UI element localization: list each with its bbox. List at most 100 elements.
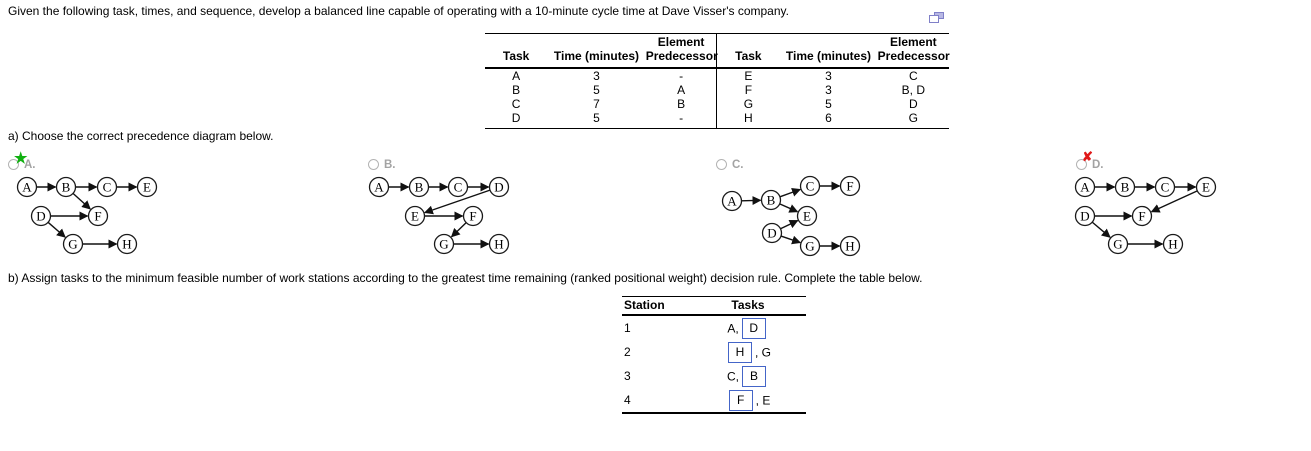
col-header-time: Time (minutes): [779, 33, 878, 69]
option-radio-button[interactable]: [368, 159, 379, 170]
option-radio-button[interactable]: [716, 159, 727, 170]
task-node: [462, 205, 484, 227]
task-node-label: C: [1161, 180, 1170, 195]
precedence-edge: [450, 222, 467, 238]
option-radio-button[interactable]: [8, 159, 19, 170]
col-header-predecessor: Element Predecessor: [645, 33, 718, 69]
task-node: [760, 189, 782, 211]
station-tasks-text: C,: [727, 369, 739, 383]
answer-input-box[interactable]: F: [728, 389, 753, 411]
option-header[interactable]: ★A.: [0, 151, 180, 172]
task-table-cell: F: [716, 82, 780, 97]
task-node: [368, 176, 390, 198]
station-tasks-text: , G: [754, 345, 771, 359]
precedence-edge: [47, 221, 66, 238]
task-table-cell: 6: [825, 110, 832, 125]
task-node-label: E: [1202, 180, 1210, 195]
col-header-predecessor-line1: Element: [889, 35, 937, 49]
option-radio-button[interactable]: [1076, 159, 1087, 170]
task-table: Task Time (minutes) Element Predecessor …: [485, 33, 950, 129]
task-node: [721, 190, 743, 212]
task-node: [488, 176, 510, 198]
task-table-cell: 5: [825, 96, 832, 111]
option-header[interactable]: C.: [690, 157, 885, 172]
station-table-header-row: Station Tasks: [622, 296, 806, 316]
task-table-cell: B: [677, 96, 686, 111]
task-node-label: E: [803, 209, 811, 224]
task-table-cell: 7: [593, 96, 600, 111]
task-table-cell: 5: [593, 110, 600, 125]
task-node-label: F: [94, 209, 101, 224]
task-table-header-row: Task Time (minutes) Element Predecessor …: [485, 33, 950, 69]
duplicate-window-icon[interactable]: [928, 11, 945, 25]
task-node-label: G: [439, 237, 448, 252]
task-node: [55, 176, 77, 198]
task-table-cell: A: [512, 68, 521, 83]
task-node: [1195, 176, 1217, 198]
task-node-label: B: [62, 180, 71, 195]
task-table-cell: D: [511, 110, 521, 125]
part-b-prompt: b) Assign tasks to the minimum feasible …: [8, 271, 923, 285]
task-node-label: D: [494, 180, 503, 195]
task-node-label: C: [806, 179, 815, 194]
task-node-label: D: [767, 226, 776, 241]
answer-input-box[interactable]: D: [741, 317, 766, 339]
option-label: A.: [24, 158, 36, 171]
station-table-row: 1 A,D: [622, 315, 806, 340]
task-table-cell: B: [512, 82, 521, 97]
task-node-label: B: [1121, 180, 1130, 195]
precedence-edge: [72, 192, 91, 210]
answer-input-box[interactable]: H: [727, 341, 752, 363]
task-table-cell: 3: [593, 68, 600, 83]
station-number: 4: [622, 388, 690, 414]
task-node: [30, 205, 52, 227]
task-node-label: H: [122, 237, 131, 252]
option-header[interactable]: ✘D.: [1070, 150, 1240, 172]
task-node: [1107, 233, 1129, 255]
station-number: 1: [624, 321, 631, 335]
task-node-label: A: [1080, 180, 1090, 195]
station-tasks-cell: H, G: [690, 340, 806, 364]
task-table-cell: H: [716, 110, 780, 129]
task-node-label: G: [805, 239, 814, 254]
precedence-edge: [779, 187, 802, 198]
col-header-tasks: Tasks: [690, 296, 806, 316]
answer-input-box[interactable]: B: [742, 365, 766, 387]
task-node: [1074, 176, 1096, 198]
task-node: [408, 176, 430, 198]
task-node: [1114, 176, 1136, 198]
task-node: [96, 176, 118, 198]
col-header-predecessor: Element Predecessor: [877, 33, 950, 69]
station-table-row: 3 C,B: [622, 364, 806, 388]
col-header-predecessor-line2: Predecessor: [645, 48, 718, 63]
task-table-cell: C: [511, 96, 521, 111]
option-label: B.: [384, 158, 396, 171]
station-number: 3: [624, 369, 631, 383]
precedence-edge: [423, 189, 491, 215]
task-node: [839, 175, 861, 197]
station-number: 2: [624, 345, 631, 359]
task-table-cell: C: [909, 68, 918, 83]
col-header-time: Time (minutes): [547, 33, 646, 69]
task-node-label: F: [1138, 209, 1145, 224]
station-tasks-cell: C,B: [690, 364, 806, 388]
station-tasks-cell: A,D: [690, 315, 806, 340]
task-node: [136, 176, 158, 198]
option-header[interactable]: B.: [360, 157, 570, 172]
col-header-predecessor-line2: Predecessor: [877, 48, 950, 63]
precedence-edge: [780, 219, 799, 230]
task-node-label: G: [1113, 237, 1122, 252]
task-node: [761, 222, 783, 244]
task-node: [404, 205, 426, 227]
